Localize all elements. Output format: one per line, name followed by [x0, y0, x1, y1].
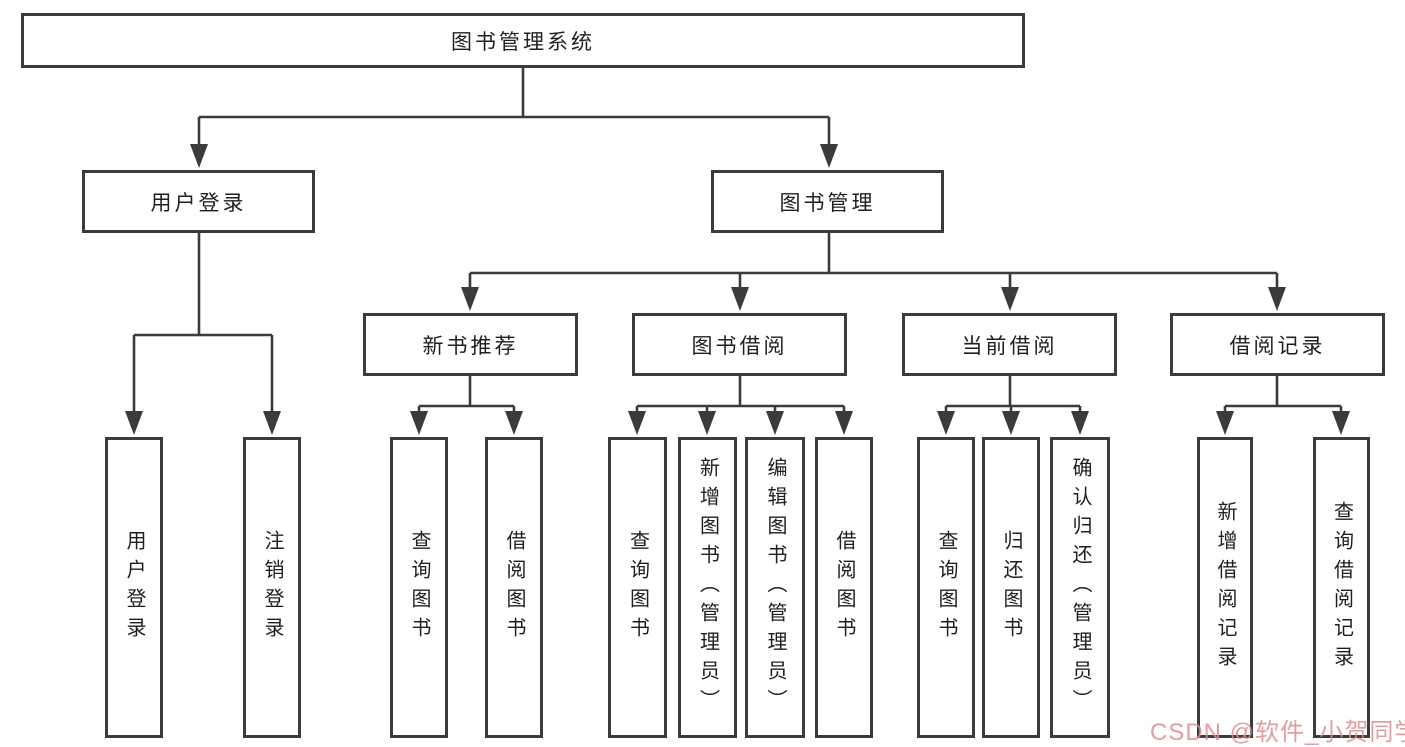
node-label: 图书管理: [779, 191, 876, 215]
leaf-user-login: 用户登录: [105, 437, 163, 738]
node-label: 用户登录: [123, 529, 145, 646]
connector-new-book-rec: [410, 376, 523, 435]
node-label: 新书推荐: [422, 334, 519, 358]
node-book-borrow: 图书借阅: [632, 313, 847, 376]
node-label: 确认归还（管理员）: [1069, 457, 1091, 718]
connector-book-mgmt: [461, 233, 1286, 311]
node-label: 新增借阅记录: [1214, 500, 1236, 675]
arrowhead: [628, 411, 646, 435]
arrowhead: [1001, 287, 1019, 311]
connector-root: [190, 68, 838, 168]
connector-current-borrow: [937, 376, 1089, 435]
leaf-cb-return-book: 归还图书: [982, 437, 1040, 738]
arrowhead: [1002, 411, 1020, 435]
leaf-bb-add-book-admin: 新增图书（管理员）: [678, 437, 737, 738]
leaf-bb-query-book: 查询图书: [608, 437, 667, 738]
node-label: 查询图书: [935, 529, 957, 646]
node-new-book-rec: 新书推荐: [363, 313, 578, 376]
node-label: 用户登录: [150, 191, 247, 215]
node-label: 图书借阅: [691, 334, 788, 358]
leaf-nbr-borrow-book: 借阅图书: [485, 437, 543, 738]
arrowhead: [1071, 411, 1089, 435]
node-label: 当前借阅: [961, 334, 1058, 358]
leaf-cb-confirm-return-admin: 确认归还（管理员）: [1050, 437, 1110, 738]
node-label: 归还图书: [1000, 529, 1022, 646]
node-label: 查询图书: [408, 529, 430, 646]
node-user-login: 用户登录: [82, 170, 315, 233]
leaf-br-query-borrow-record: 查询借阅记录: [1313, 437, 1370, 738]
node-label: 新增图书（管理员）: [696, 457, 719, 718]
arrowhead: [820, 144, 838, 168]
arrowhead: [1332, 411, 1350, 435]
connector-borrow-records: [1216, 376, 1350, 435]
arrowhead: [1268, 287, 1286, 311]
node-current-borrow: 当前借阅: [902, 313, 1117, 376]
arrowhead: [505, 411, 523, 435]
node-root: 图书管理系统: [21, 13, 1025, 68]
node-label: 查询图书: [626, 529, 649, 646]
node-borrow-records: 借阅记录: [1170, 313, 1385, 376]
arrowhead: [410, 411, 428, 435]
arrowhead: [698, 411, 716, 435]
node-label: 注销登录: [261, 529, 283, 646]
arrowhead: [835, 411, 853, 435]
connector-book-borrow: [628, 376, 853, 435]
arrowhead: [125, 411, 143, 435]
node-label: 编辑图书（管理员）: [764, 457, 786, 718]
arrowhead: [766, 411, 784, 435]
arrowhead: [937, 411, 955, 435]
node-label: 借阅图书: [833, 529, 855, 646]
arrowhead: [731, 287, 749, 311]
leaf-logout: 注销登录: [243, 437, 301, 738]
node-label: 借阅记录: [1229, 334, 1326, 358]
leaf-br-add-borrow-record: 新增借阅记录: [1197, 437, 1253, 738]
leaf-bb-edit-book-admin: 编辑图书（管理员）: [745, 437, 805, 738]
leaf-nbr-query-book: 查询图书: [390, 437, 448, 738]
connector-user-login: [125, 233, 281, 435]
leaf-cb-query-book: 查询图书: [917, 437, 975, 738]
leaf-bb-borrow-book: 借阅图书: [815, 437, 873, 738]
csdn-watermark: CSDN @软件_小贺同学: [1150, 719, 1405, 746]
node-label: 图书管理系统: [451, 30, 595, 54]
arrowhead: [461, 287, 479, 311]
node-book-mgmt: 图书管理: [711, 170, 944, 233]
arrowhead: [1216, 411, 1234, 435]
node-label: 借阅图书: [503, 529, 525, 646]
arrowhead: [263, 411, 281, 435]
arrowhead: [190, 144, 208, 168]
node-label: 查询借阅记录: [1330, 500, 1353, 675]
